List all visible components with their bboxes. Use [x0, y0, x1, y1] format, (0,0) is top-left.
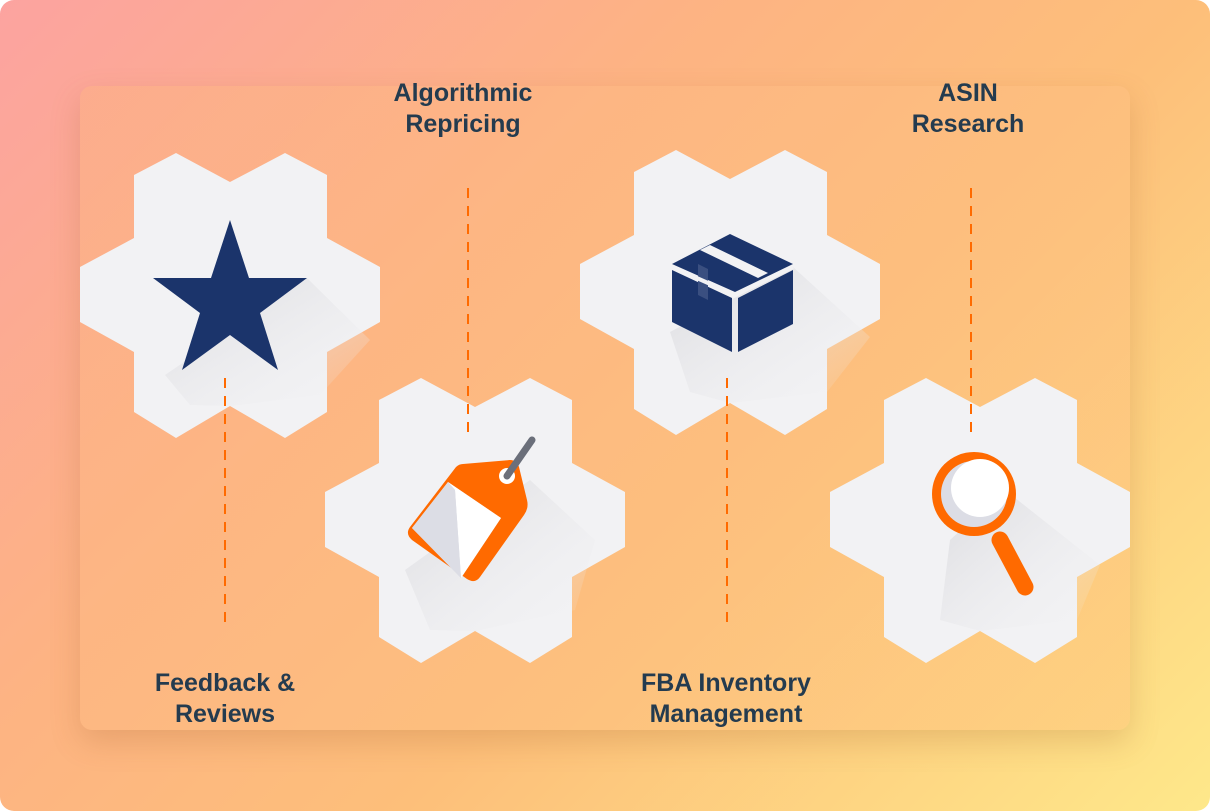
feedback-hexagon — [80, 153, 380, 438]
price-tag-icon — [407, 436, 536, 582]
label-line: FBA Inventory — [641, 669, 811, 697]
package-box-icon — [671, 234, 794, 352]
connector-lines — [224, 188, 972, 625]
label-line: Research — [911, 110, 1025, 138]
fba-hexagon — [580, 150, 880, 435]
asin-hexagon — [830, 378, 1130, 663]
label-asin: ASIN Research — [818, 78, 1118, 140]
label-feedback: Feedback & Reviews — [75, 668, 375, 730]
label-line: Feedback & — [154, 669, 296, 697]
label-fba: FBA Inventory Management — [576, 668, 876, 730]
label-line: Reviews — [174, 700, 276, 728]
magnifier-icon — [932, 452, 1034, 596]
label-repricing: Algorithmic Repricing — [313, 78, 613, 140]
label-line: Repricing — [405, 110, 521, 138]
repricing-hexagon — [325, 378, 625, 663]
label-line: ASIN — [938, 79, 998, 107]
star-icon — [153, 220, 307, 370]
label-line: Management — [649, 700, 803, 728]
label-line: Algorithmic — [393, 79, 533, 107]
